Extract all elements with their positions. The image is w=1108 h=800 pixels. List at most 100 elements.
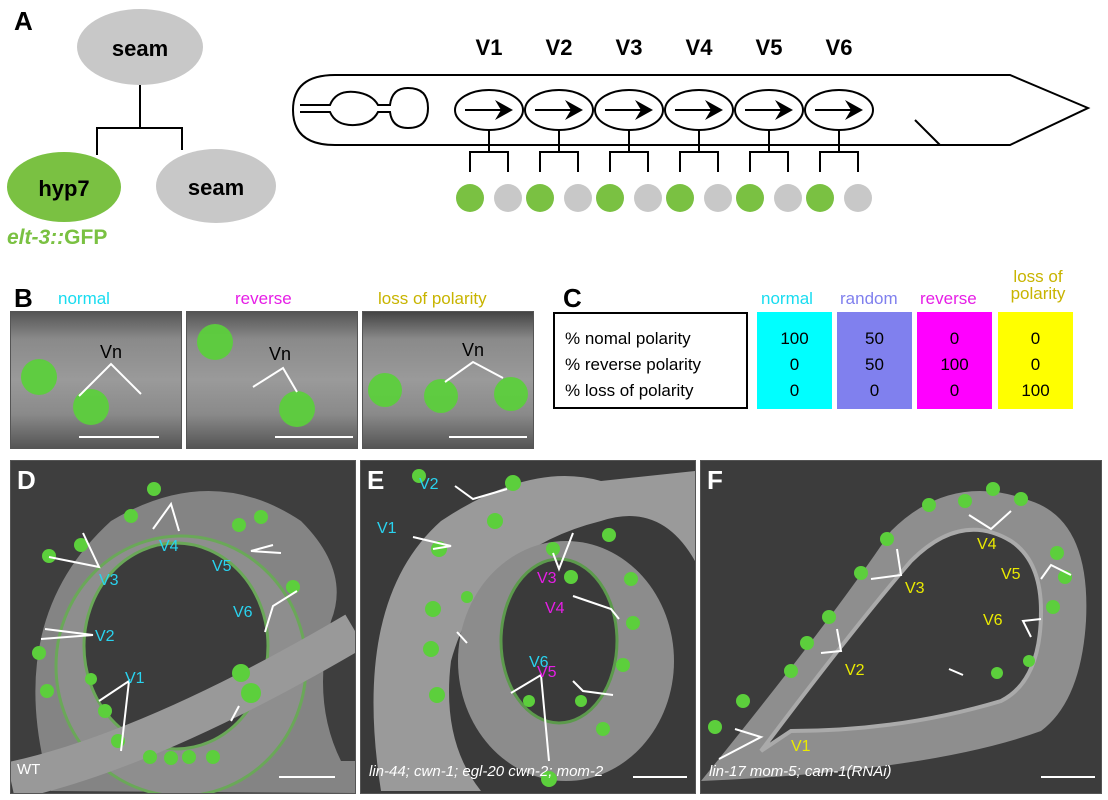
- cell-value: 0: [789, 355, 800, 374]
- micrograph-loss: Vn: [362, 311, 534, 449]
- d-v6: V6: [233, 604, 253, 621]
- f-v3: V3: [905, 580, 925, 597]
- column-reverse: 0 100 0: [917, 312, 992, 409]
- column-normal: 100 0 0: [757, 312, 832, 409]
- d-v5: V5: [212, 558, 232, 575]
- cell-label-v4: V4: [686, 35, 714, 60]
- row-label-normal: % nomal polarity: [565, 329, 691, 348]
- panel-e-label: E: [367, 465, 385, 495]
- e-v1: V1: [377, 520, 397, 537]
- cell-value: 50: [865, 329, 884, 348]
- division-lines: [679, 130, 719, 172]
- hyp7-daughter: [596, 184, 624, 212]
- d-v1: V1: [125, 670, 145, 687]
- row-label-reverse: % reverse polarity: [565, 355, 702, 374]
- hyp7-daughter: [736, 184, 764, 212]
- e-v3: V3: [537, 570, 557, 587]
- seam-daughter: [774, 184, 802, 212]
- cell-label-v2: V2: [546, 35, 573, 60]
- hyp7-label: hyp7: [38, 176, 89, 201]
- seam-child-cell: [156, 149, 276, 223]
- f-v4: V4: [977, 536, 997, 553]
- col-title-loss: loss of polarity: [1010, 267, 1066, 303]
- column-loss: 0 0 100: [998, 312, 1073, 409]
- cell-label-v1: V1: [476, 35, 503, 60]
- seam-parent-label: seam: [112, 36, 168, 61]
- cell-label-v6: V6: [826, 35, 853, 60]
- vn-label-normal: Vn: [100, 342, 122, 362]
- panel-b-label: B: [14, 283, 33, 313]
- seam-child-label: seam: [188, 175, 244, 200]
- micrograph-reverse: Vn: [186, 311, 358, 449]
- e-v5: V5: [537, 664, 557, 681]
- f-v1: V1: [791, 738, 811, 755]
- panel-f-genotype: lin-17 mom-5; cam-1(RNAi): [709, 763, 892, 780]
- vn-label-loss: Vn: [462, 340, 484, 360]
- cell-value: 100: [1021, 381, 1050, 400]
- f-v5: V5: [1001, 566, 1021, 583]
- seam-daughter: [844, 184, 872, 212]
- e-v6: V6: [529, 654, 549, 671]
- cell-label-v3: V3: [616, 35, 643, 60]
- division-lines: [609, 130, 649, 172]
- f-v6: V6: [983, 612, 1003, 629]
- f-v2: V2: [845, 662, 865, 679]
- reporter-label: elt-3::GFP: [7, 226, 107, 249]
- hyp7-daughter: [666, 184, 694, 212]
- cell-value: 0: [1030, 329, 1041, 348]
- panel-a-label: A: [14, 6, 33, 36]
- cell-value: 0: [789, 381, 800, 400]
- pharynx: [300, 86, 430, 130]
- arrow-head: [705, 100, 723, 120]
- cell-value: 0: [949, 381, 960, 400]
- hyp7-cell: [7, 152, 121, 222]
- micrograph-wt: V4 V5 V3 V6 V2 V1 D WT: [10, 460, 356, 794]
- hyp7-daughter: [456, 184, 484, 212]
- cell-label-v5: V5: [756, 35, 783, 60]
- col-title-random: random: [840, 289, 898, 308]
- e-v2: V2: [419, 476, 439, 493]
- col-title-reverse: reverse: [920, 289, 977, 308]
- seam-cell-row: V1 V2 V3 V4 V5 V6: [454, 35, 874, 212]
- micrograph-wnt-mutant: V2 V1 V3 V4 V5 V6 E lin-44; cwn-1; egl-2…: [360, 460, 696, 794]
- seam-daughter: [564, 184, 592, 212]
- cell-value: 0: [949, 329, 960, 348]
- micrograph-fz-mutant: V4 V5 V3 V6 V2 V1 F lin-17 mom-5; cam-1(…: [700, 460, 1102, 794]
- hyp7-daughter: [526, 184, 554, 212]
- d-v3: V3: [99, 572, 119, 589]
- hyp7-daughter: [806, 184, 834, 212]
- division-lines: [819, 130, 859, 172]
- panel-a-diagram: seam hyp7 seam elt-3::GFP V1 V2 V3 V4 V5 V6: [7, 9, 1091, 249]
- panel-b-title-loss: loss of polarity: [378, 289, 487, 308]
- panel-e-genotype: lin-44; cwn-1; egl-20 cwn-2; mom-2: [369, 763, 604, 780]
- seam-parent-cell: [77, 9, 203, 85]
- arrow-head: [845, 100, 863, 120]
- division-lines: [539, 130, 579, 172]
- panel-d-genotype: WT: [17, 761, 41, 778]
- arrow-head: [775, 100, 793, 120]
- arrow-head: [495, 100, 513, 120]
- seam-daughter: [634, 184, 662, 212]
- cell-value: 50: [865, 355, 884, 374]
- d-v2: V2: [95, 628, 115, 645]
- division-lines: [749, 130, 789, 172]
- cell-value: 0: [1030, 355, 1041, 374]
- cell-value: 0: [869, 381, 880, 400]
- row-label-box: % nomal polarity % reverse polarity % lo…: [553, 312, 748, 409]
- cell-value: 100: [940, 355, 969, 374]
- e-v4: V4: [545, 600, 565, 617]
- division-lines: [469, 130, 509, 172]
- arrow-head: [565, 100, 583, 120]
- seam-daughter: [494, 184, 522, 212]
- panel-d-label: D: [17, 465, 36, 495]
- panel-b-title-reverse: reverse: [235, 289, 292, 308]
- col-title-normal: normal: [761, 289, 813, 308]
- column-random: 50 50 0: [837, 312, 912, 409]
- panel-f-label: F: [707, 465, 723, 495]
- arrow-head: [635, 100, 653, 120]
- cell-value: 100: [780, 329, 809, 348]
- seam-daughter: [704, 184, 732, 212]
- d-v4: V4: [159, 538, 179, 555]
- panel-b-title-normal: normal: [58, 289, 110, 308]
- row-label-loss: % loss of polarity: [565, 381, 694, 400]
